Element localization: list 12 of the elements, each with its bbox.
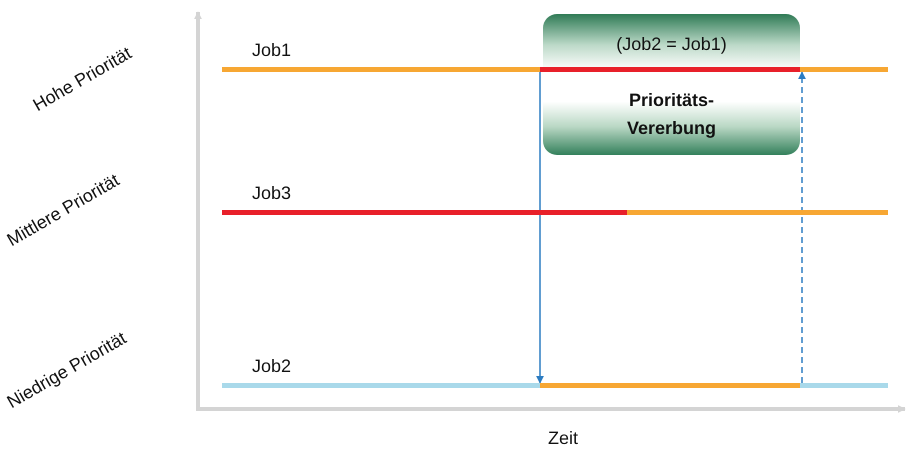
job-label: Job1 (252, 40, 292, 61)
timeline-bar (222, 210, 888, 215)
callout-box (543, 14, 800, 155)
timeline-bar (222, 383, 888, 388)
arrow (798, 71, 806, 383)
formula-text: (Job2 = Job1) (615, 33, 728, 56)
callout-title: Prioritäts- Vererbung (626, 89, 718, 140)
timeline-bar (222, 67, 888, 72)
arrow (536, 72, 544, 384)
job-label: Job2 (252, 356, 292, 377)
job-label: Job3 (252, 183, 292, 204)
axis-title: Zeit (548, 428, 578, 449)
